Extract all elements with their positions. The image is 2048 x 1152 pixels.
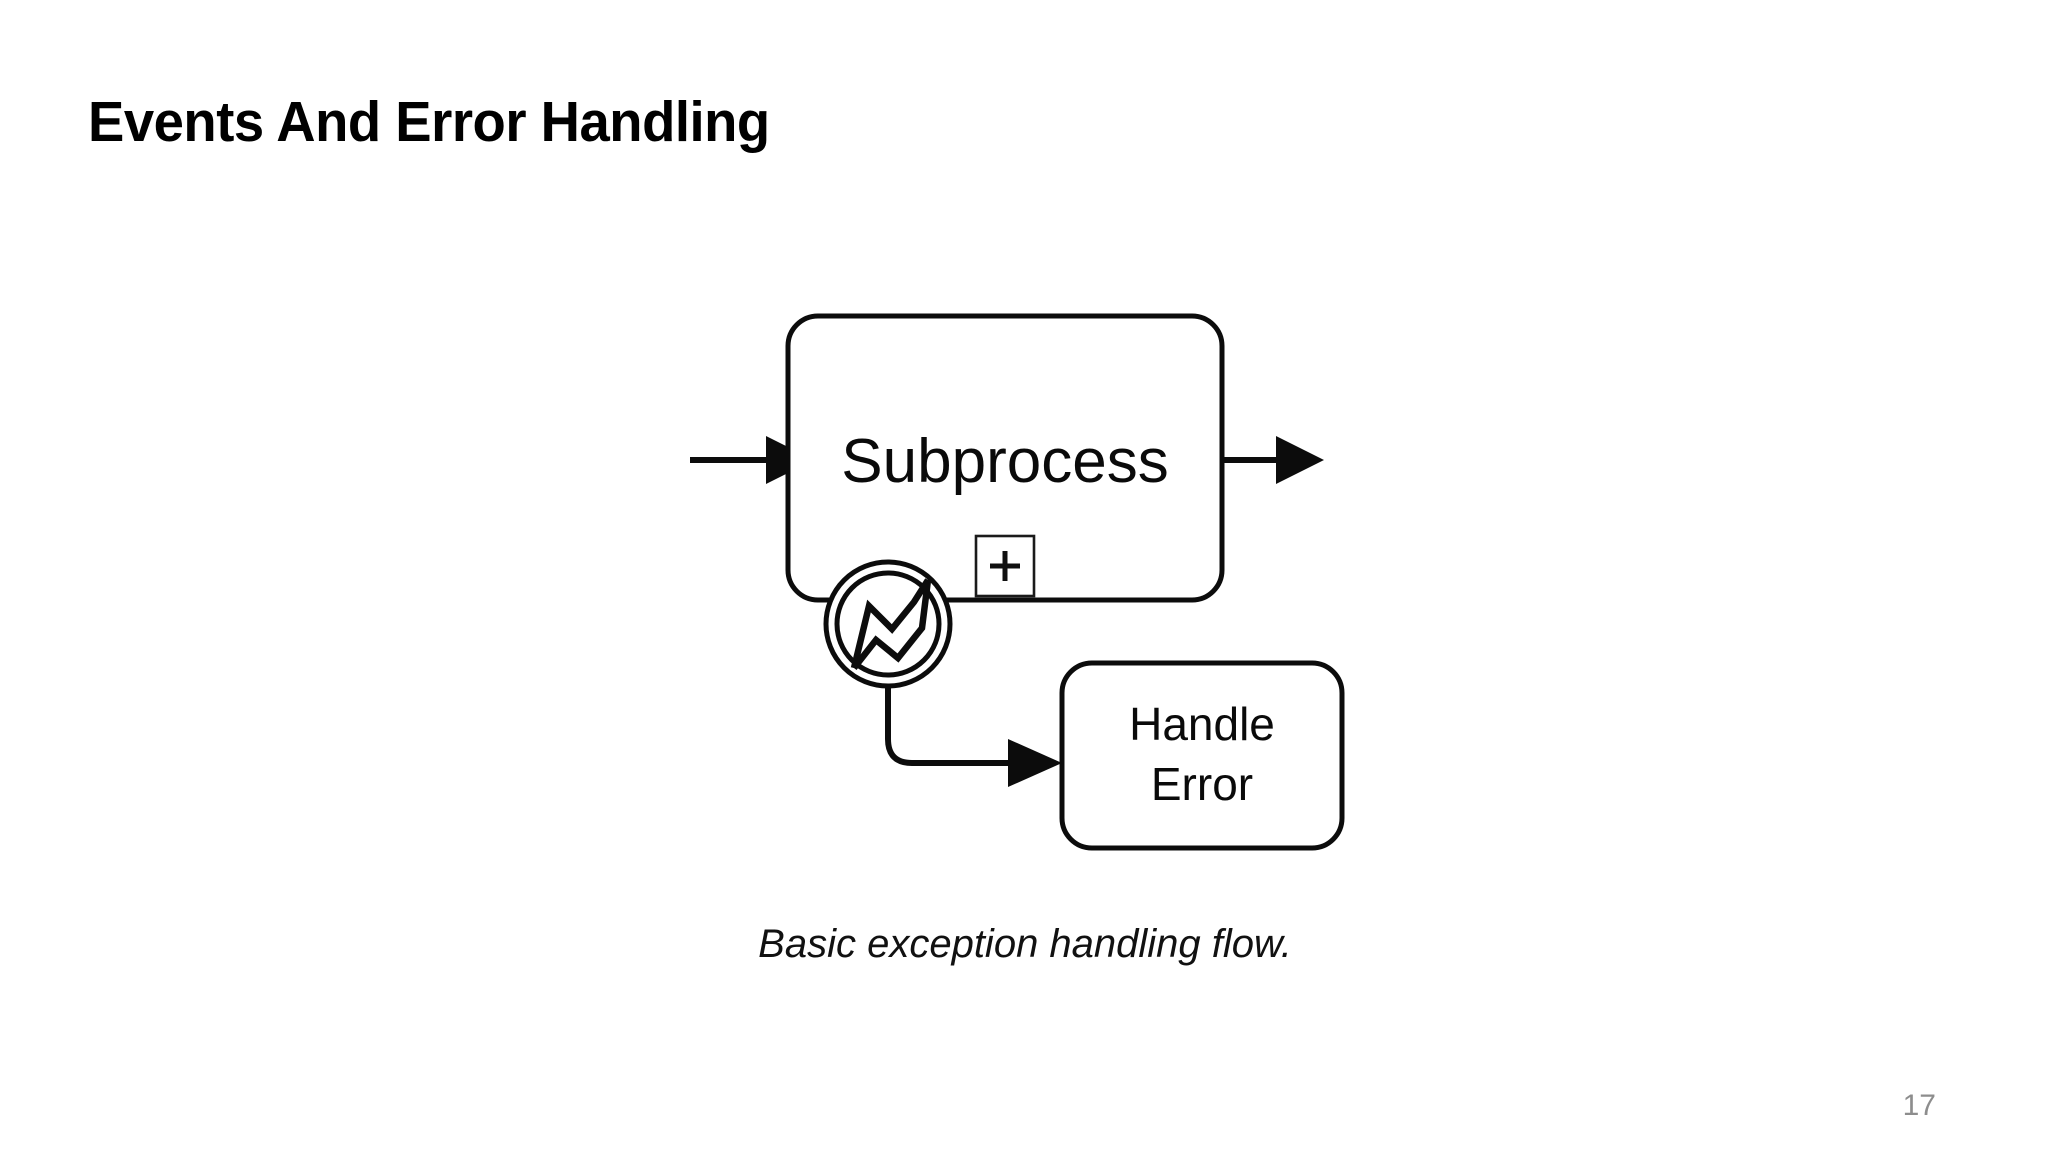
- error-sequence-flow: [885, 686, 1062, 787]
- bpmn-exception-handling-diagram[interactable]: Subprocess: [640, 280, 1400, 900]
- subprocess-label: Subprocess: [841, 427, 1168, 496]
- figure-caption: Basic exception handling flow.: [758, 922, 1292, 966]
- handle-error-label-line-1: Handle: [1129, 698, 1275, 750]
- subprocess-node[interactable]: Subprocess: [785, 313, 1225, 603]
- handle-error-node[interactable]: Handle Error: [1059, 660, 1345, 851]
- page-number: 17: [1902, 1089, 1936, 1122]
- error-boundary-event[interactable]: [823, 559, 953, 689]
- plus-marker-icon: [974, 534, 1036, 598]
- page-title: Events And Error Handling: [88, 90, 770, 154]
- handle-error-label-line-2: Error: [1151, 758, 1253, 810]
- lightning-bolt-icon-lower: [851, 579, 932, 671]
- outgoing-sequence-flow: [1222, 436, 1324, 484]
- lightning-bolt-icon: [850, 578, 931, 669]
